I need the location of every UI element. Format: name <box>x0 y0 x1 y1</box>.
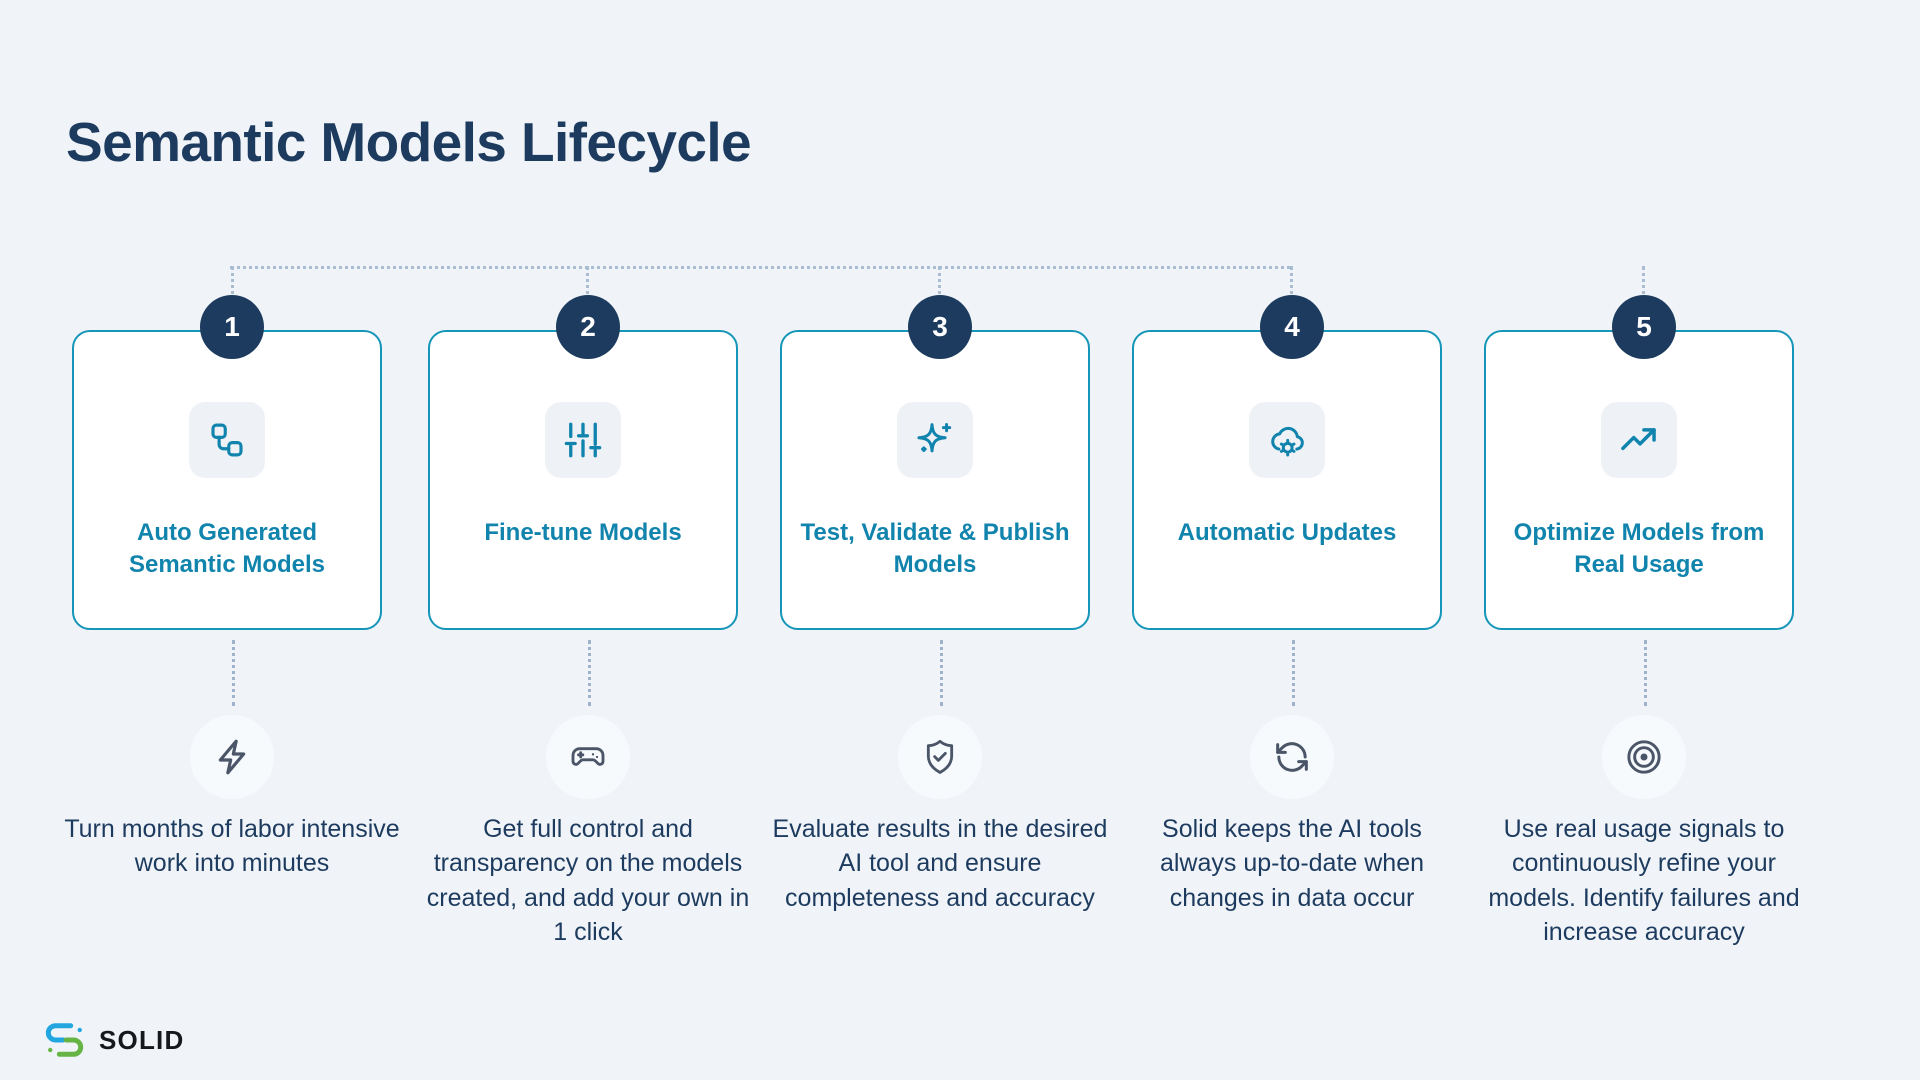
solid-logo: SOLID <box>42 1020 184 1060</box>
sparkles-icon <box>897 402 973 478</box>
step-card-2[interactable]: Fine-tune Models <box>428 330 738 630</box>
cloud-gear-icon <box>1249 402 1325 478</box>
gamepad-icon <box>546 715 630 799</box>
trending-up-icon <box>1601 402 1677 478</box>
step-card-3[interactable]: Test, Validate & Publish Models <box>780 330 1090 630</box>
connector-drop-4 <box>1290 266 1293 314</box>
lower-connector-4 <box>1292 640 1295 706</box>
lower-connector-1 <box>232 640 235 706</box>
sliders-icon <box>545 402 621 478</box>
solid-logo-text: SOLID <box>99 1024 185 1055</box>
step-column-2: 2 Fine-tune Models <box>427 0 749 1080</box>
connector-drop-5 <box>1642 266 1645 314</box>
step-column-1: 1 Auto Generated Semantic Models Turn mo… <box>64 0 400 1080</box>
step-description-4: Solid keeps the AI tools always up-to-da… <box>1159 815 1425 912</box>
step-card-1[interactable]: Auto Generated Semantic Models <box>72 330 382 630</box>
connector-rail <box>230 266 1290 269</box>
target-bullseye-icon <box>1602 715 1686 799</box>
step-description-3: Evaluate results in the desired AI tool … <box>772 815 1108 912</box>
step-column-3: 3 Test, Validate & Publish Models <box>773 0 1107 1080</box>
connector-drop-2 <box>586 266 589 314</box>
lower-connector-2 <box>588 640 591 706</box>
step-title-5: Optimize Models from Real Usage <box>1513 519 1765 578</box>
step-badge-5: 5 <box>1612 295 1676 359</box>
step-card-4[interactable]: Automatic Updates <box>1132 330 1442 630</box>
step-column-5: 5 Optimize Models from Real Usage <box>1484 0 1804 1080</box>
shield-check-icon <box>898 715 982 799</box>
step-column-4: 4 Automatic Updates <box>1132 0 1452 1080</box>
lightning-bolt-icon <box>190 715 274 799</box>
lower-connector-3 <box>940 640 943 706</box>
step-badge-4: 4 <box>1260 295 1324 359</box>
solid-logo-mark <box>45 1023 84 1057</box>
connector-drop-1 <box>231 266 234 314</box>
page-title: Semantic Models Lifecycle <box>66 111 752 173</box>
step-title-1: Auto Generated Semantic Models <box>128 519 326 578</box>
step-title-3: Test, Validate & Publish Models <box>800 519 1070 578</box>
refresh-sync-icon <box>1250 715 1334 799</box>
step-title-2: Fine-tune Models <box>484 519 682 546</box>
step-card-5[interactable]: Optimize Models from Real Usage <box>1484 330 1794 630</box>
step-title-4: Automatic Updates <box>1177 519 1397 546</box>
step-description-2: Get full control and transparency on the… <box>426 815 750 946</box>
step-description-5: Use real usage signals to continuously r… <box>1488 815 1800 946</box>
step-badge-1: 1 <box>200 295 264 359</box>
step-description-1: Turn months of labor intensive work into… <box>64 815 400 878</box>
lower-connector-5 <box>1644 640 1647 706</box>
workflow-nodes-icon <box>189 402 265 478</box>
step-badge-3: 3 <box>908 295 972 359</box>
connector-drop-3 <box>938 266 941 314</box>
step-badge-2: 2 <box>556 295 620 359</box>
